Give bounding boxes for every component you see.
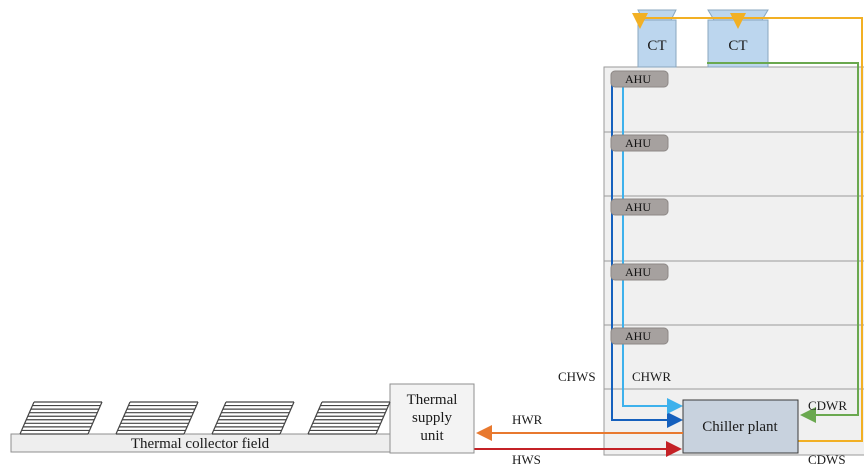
solar-collector-panel: [115, 401, 199, 435]
chiller-plant-label: Chiller plant: [702, 419, 778, 435]
collector-frame: [87, 401, 103, 435]
ahu-label: AHU: [625, 265, 651, 279]
collector-frame: [115, 401, 131, 435]
condenser-return-pipe: [707, 62, 859, 423]
ahu-unit: AHU: [610, 134, 669, 152]
solar-collector-panel: [307, 401, 391, 435]
collector-field-label: Thermal collector field: [131, 436, 270, 452]
collector-frame: [183, 401, 199, 435]
cooling-tower-label: CT: [647, 38, 666, 54]
cdws-label: CDWS: [808, 452, 846, 466]
cdwr-label: CDWR: [808, 398, 847, 413]
thermal-supply-unit-line: Thermal: [407, 392, 458, 408]
collector-field-base: [10, 433, 391, 453]
building: [603, 66, 864, 456]
ahu-label: AHU: [625, 329, 651, 343]
ahu-unit: AHU: [610, 198, 669, 216]
condenser-supply-pipe: [640, 17, 863, 442]
thermal-supply-unit-line: unit: [420, 428, 444, 444]
ahu-unit: AHU: [610, 70, 669, 88]
collector-field: Thermal collector field: [10, 401, 391, 453]
solar-collector-panel: [19, 401, 103, 435]
collector-frame: [307, 401, 323, 435]
solar-collector-panel: [211, 401, 295, 435]
collector-frame: [279, 401, 295, 435]
ahu-label: AHU: [625, 72, 651, 86]
ahu-unit: AHU: [610, 263, 669, 281]
chilled-supply-pipe: [611, 80, 683, 428]
cooling-tower-label: CT: [728, 38, 747, 54]
ahu-label: AHU: [625, 136, 651, 150]
chwr-label: CHWR: [632, 369, 671, 384]
ahu-label: AHU: [625, 200, 651, 214]
hws-label: HWS: [512, 452, 541, 466]
chws-label: CHWS: [558, 369, 596, 384]
hwr-label: HWR: [512, 412, 543, 427]
thermal-supply-unit: Thermal supply unit: [389, 383, 475, 454]
collector-frame: [375, 401, 391, 435]
thermal-supply-unit-line: supply: [412, 410, 453, 426]
ahu-unit: AHU: [610, 327, 669, 345]
collector-frame: [19, 401, 35, 435]
collector-frame: [211, 401, 227, 435]
chilled-return-pipe: [622, 85, 683, 414]
chiller-plant: Chiller plant: [682, 399, 799, 454]
